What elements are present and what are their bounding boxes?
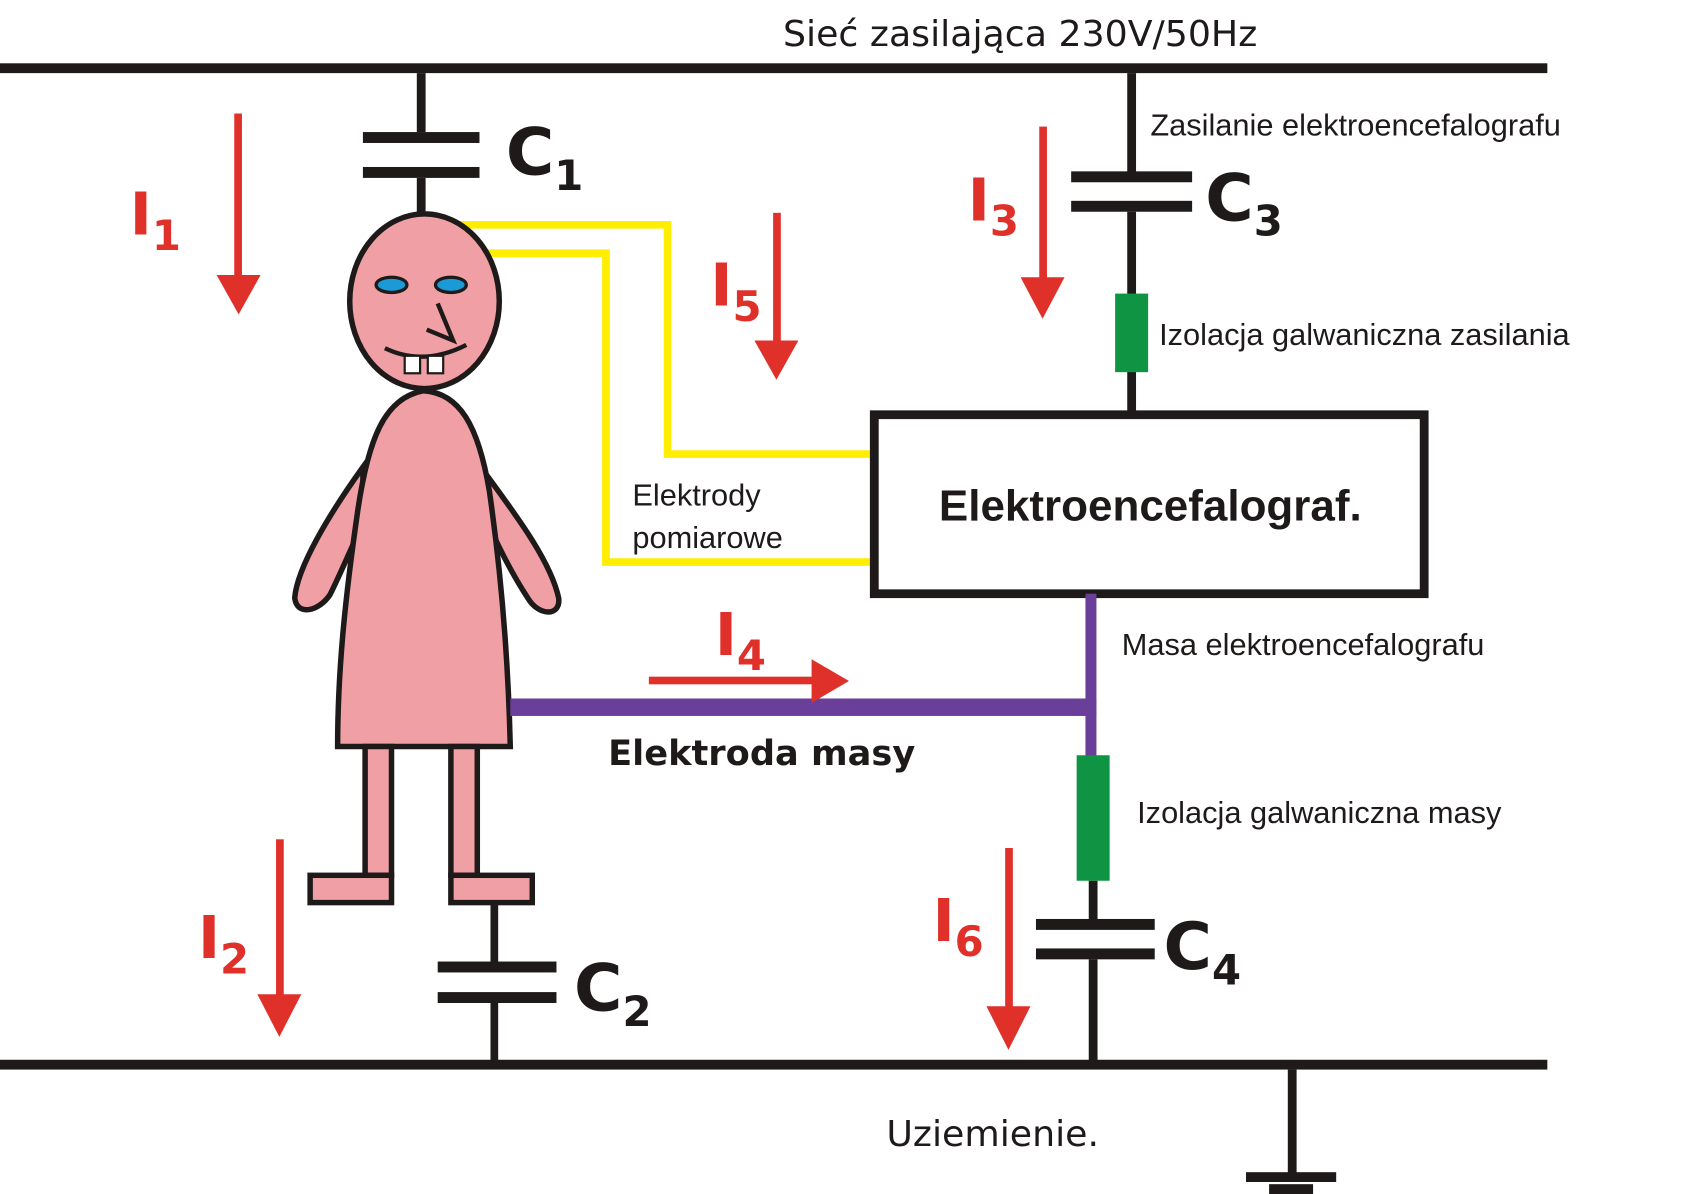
current-i2-index: 2 [220,935,249,984]
mains-label: Sieć zasilająca 230V/50Hz [783,12,1257,55]
current-i4-index: 4 [737,631,766,680]
capacitor-c3-index: 3 [1254,197,1283,246]
current-i1-index: 1 [152,211,181,260]
patient-left-arm [291,458,366,613]
ground-symbol-icon [1246,1069,1337,1194]
capacitor-c3-label: C3 [1205,160,1282,246]
patient-left-foot [307,872,395,906]
current-arrow-i2 [257,839,302,1037]
power-isolation-block [1115,293,1149,373]
current-i6-label: I6 [933,886,984,966]
current-arrow-i5 [754,212,799,380]
eeg-device-label: Elektroencefalograf. [939,482,1362,531]
patient-right-arm [470,454,562,615]
capacitor-c1-letter: C [506,114,554,191]
current-i5-index: 5 [733,282,762,331]
ground-electrode-label: Elektroda masy [608,733,915,774]
capacitor-c4-letter: C [1164,908,1212,985]
capacitor-c4 [1035,880,1155,1062]
current-i3-letter: I [968,166,990,235]
capacitor-c3-letter: C [1205,160,1253,237]
current-i3-index: 3 [990,197,1019,246]
capacitor-c2 [437,902,557,1062]
patient-figure [291,211,562,906]
patient-face [374,275,468,375]
eeg-ground-label: Masa elektroencefalografu [1122,628,1485,662]
current-i1-label: I1 [130,180,181,260]
current-i4-label: I4 [715,600,766,680]
current-arrow-i3 [1020,126,1065,319]
patient-body [334,387,514,750]
capacitor-c2-index: 2 [622,987,651,1036]
current-i5-label: I5 [710,251,761,331]
current-i2-label: I2 [198,903,249,983]
measuring-electrode-wires [450,221,871,566]
current-i2-letter: I [198,903,220,972]
capacitor-c3 [1071,73,1193,413]
capacitor-c1 [362,73,480,242]
measuring-electrodes-label-line1: Elektrody [632,478,761,512]
patient-right-leg [448,743,481,879]
earth-label: Uziemienie. [886,1112,1099,1155]
ground-wires [510,593,1097,758]
eeg-power-label: Zasilanie elektroencefalografu [1150,108,1561,142]
current-arrow-i4 [648,659,849,703]
patient-mouth-icon [383,342,468,359]
capacitor-c2-label: C2 [574,950,651,1036]
patient-tooth-right [426,354,445,375]
power-isolation-label: Izolacja galwaniczna zasilania [1159,318,1570,352]
current-i4-letter: I [715,600,737,669]
measuring-electrodes-label-line2: pomiarowe [632,521,783,555]
patient-tooth-left [403,354,422,375]
patient-head [346,211,503,392]
current-arrow-i6 [986,848,1031,1050]
patient-left-leg [362,743,395,879]
current-arrow-i1 [216,113,261,315]
patient-right-foot [448,872,536,906]
ground-isolation-block [1076,755,1110,881]
capacitor-c1-index: 1 [554,151,583,200]
current-i3-label: I3 [968,166,1019,246]
mains-bus [0,63,1548,74]
patient-nose-icon [425,302,458,345]
capacitor-c1-label: C1 [506,114,583,200]
capacitor-c2-letter: C [574,950,622,1027]
ground-isolation-label: Izolacja galwaniczna masy [1137,796,1502,830]
current-i6-letter: I [933,886,955,955]
current-i6-index: 6 [955,917,984,966]
capacitor-c4-label: C4 [1164,908,1241,994]
eeg-device-box: Elektroencefalograf. [869,410,1429,599]
current-i1-letter: I [130,180,152,249]
earth-bus [0,1059,1548,1070]
capacitor-c4-index: 4 [1212,946,1241,995]
patient-right-eye-icon [433,275,468,295]
current-i5-letter: I [710,251,732,320]
patient-left-eye-icon [374,275,409,295]
